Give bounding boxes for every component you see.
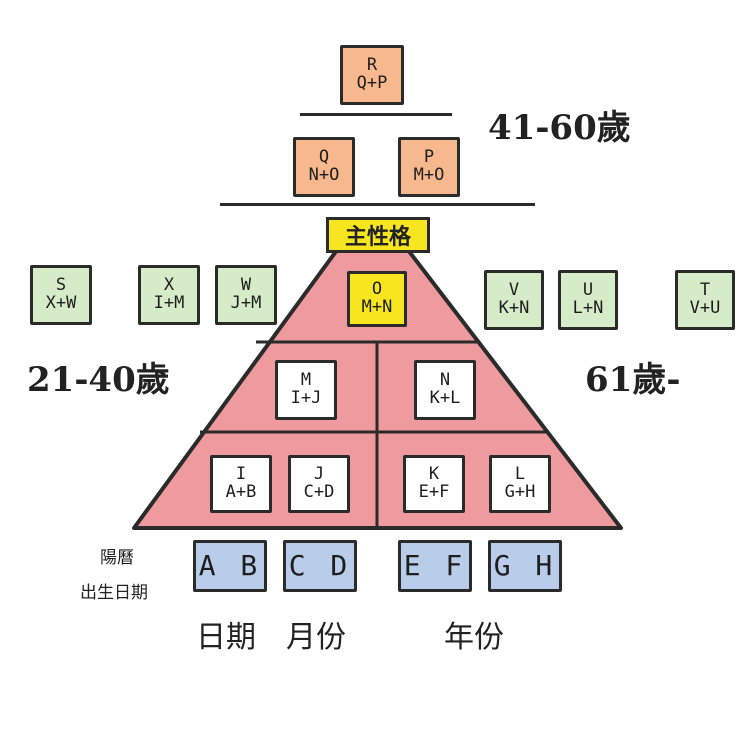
box-J: J C+D (288, 455, 350, 513)
box-T-id: T (699, 280, 711, 301)
box-W-id: W (240, 275, 252, 296)
box-N-formula: K+L (429, 388, 461, 408)
box-M-id: M (300, 370, 312, 391)
box-L: L G+H (489, 455, 551, 513)
box-U: U L+N (558, 270, 618, 330)
box-Q-formula: N+O (308, 165, 340, 185)
box-Q: Q N+O (293, 137, 355, 197)
box-R-id: R (366, 55, 378, 76)
box-V-id: V (508, 280, 520, 301)
box-K-formula: E+F (418, 482, 450, 502)
box-Q-id: Q (318, 147, 330, 168)
box-K: K E+F (403, 455, 465, 513)
box-I-id: I (235, 464, 247, 485)
box-R-formula: Q+P (356, 73, 388, 93)
box-W: W J+M (215, 265, 277, 325)
box-I: I A+B (210, 455, 272, 513)
box-V: V K+N (484, 270, 544, 330)
box-W-formula: J+M (230, 293, 262, 313)
box-U-id: U (582, 280, 594, 301)
box-O-formula: M+N (361, 297, 393, 317)
box-L-id: L (514, 464, 526, 485)
box-S-id: S (55, 275, 67, 296)
caption-month: 月份 (286, 620, 346, 655)
box-M: M I+J (275, 360, 337, 420)
box-CD: C D (283, 540, 357, 592)
birth-label-line1: 陽曆 (100, 548, 134, 568)
box-P-formula: M+O (413, 165, 445, 185)
main-personality-title: 主性格 (326, 217, 430, 253)
box-V-formula: K+N (498, 298, 530, 318)
box-U-formula: L+N (572, 298, 604, 318)
box-J-id: J (313, 464, 325, 485)
divider-line-middle (220, 203, 535, 206)
box-J-formula: C+D (303, 482, 335, 502)
box-O: O M+N (347, 271, 407, 327)
divider-line-top (300, 113, 452, 116)
box-X-formula: I+M (153, 293, 185, 313)
box-EF: E F (398, 540, 472, 592)
box-N-id: N (439, 370, 451, 391)
box-R: R Q+P (340, 45, 404, 105)
box-P-id: P (423, 147, 435, 168)
age-label-61-plus: 61歲- (585, 360, 681, 400)
box-T-formula: V+U (689, 298, 721, 318)
box-N: N K+L (414, 360, 476, 420)
box-K-id: K (428, 464, 440, 485)
box-S: S X+W (30, 265, 92, 325)
box-GH: G H (488, 540, 562, 592)
caption-day: 日期 (196, 620, 256, 655)
box-I-formula: A+B (225, 482, 257, 502)
age-label-41-60: 41-60歲 (488, 108, 631, 148)
box-M-formula: I+J (290, 388, 322, 408)
box-S-formula: X+W (45, 293, 77, 313)
box-P: P M+O (398, 137, 460, 197)
box-O-id: O (371, 279, 383, 300)
birth-label-line2: 出生日期 (80, 583, 148, 603)
box-AB: A B (193, 540, 267, 592)
age-label-21-40: 21-40歲 (27, 360, 170, 400)
box-T: T V+U (675, 270, 735, 330)
caption-year: 年份 (444, 620, 504, 655)
box-X: X I+M (138, 265, 200, 325)
box-X-id: X (163, 275, 175, 296)
box-L-formula: G+H (504, 482, 536, 502)
